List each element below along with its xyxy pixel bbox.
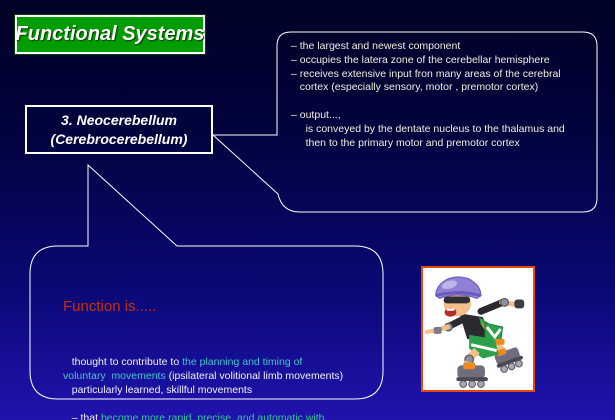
- skater-helmet: [435, 276, 482, 300]
- bottom-callout: Function is..... thought to contribute t…: [63, 262, 379, 420]
- function-body: thought to contribute to the planning an…: [63, 355, 379, 420]
- skater-front-arm: [424, 315, 467, 334]
- topic-line-1: 3. Neocerebellum: [61, 111, 177, 128]
- skater-sunglasses: [443, 296, 471, 304]
- skater-back-skate: [494, 347, 523, 373]
- topic-line-2: (Cerebrocerebellum): [50, 130, 188, 147]
- function-text-teal-1: the planning and timing of voluntary mov…: [63, 356, 303, 382]
- function-text-white-2: (ipsilateral volitional limb movements) …: [71, 370, 344, 420]
- top-callout-text: – the largest and newest component – occ…: [291, 40, 565, 149]
- topic-box: 3. Neocerebellum (Cerebrocerebellum): [25, 105, 213, 154]
- skater-front-skate: [456, 362, 488, 388]
- skater-image: [421, 266, 535, 392]
- bottom-callout-outline: [29, 163, 384, 400]
- function-text-white-1: thought to contribute to: [63, 356, 183, 368]
- skater-illustration: [424, 276, 525, 388]
- slide-title-box: Functional Systems: [14, 14, 206, 55]
- skater-back-arm: [477, 298, 525, 315]
- function-heading: Function is.....: [63, 298, 157, 315]
- top-callout-outline: [211, 31, 598, 213]
- skater-head: [443, 290, 472, 317]
- slide-title: Functional Systems: [15, 23, 205, 45]
- function-text-teal-2: become more rapid, precise, and automati…: [100, 412, 325, 420]
